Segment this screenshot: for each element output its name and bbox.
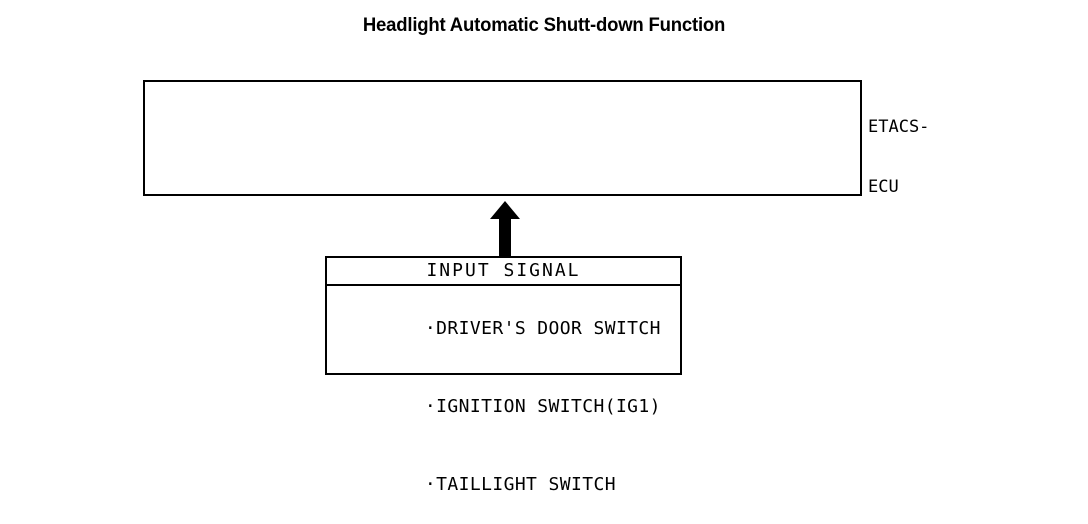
etacs-ecu-label: ETACS- ECU — [868, 77, 929, 237]
list-item-label: IGNITION SWITCH(IG1) — [436, 396, 661, 417]
bullet-icon: · — [424, 396, 437, 417]
list-item-label: TAILLIGHT SWITCH — [436, 474, 616, 495]
list-item: ·TAILLIGHT SWITCH — [335, 446, 680, 524]
etacs-ecu-label-line1: ETACS- — [868, 117, 930, 137]
etacs-ecu-label-line2: ECU — [868, 177, 899, 197]
input-signal-box: INPUT SIGNAL ·DRIVER'S DOOR SWITCH ·IGNI… — [325, 256, 682, 495]
headlight-shutdown-diagram: Headlight Automatic Shutt-down Function … — [143, 14, 929, 495]
list-item: ·IGNITION SWITCH(IG1) — [335, 368, 680, 446]
page-title: Headlight Automatic Shutt-down Function — [362, 14, 726, 36]
input-signal-header: INPUT SIGNAL — [327, 258, 680, 286]
bullet-icon: · — [424, 318, 437, 339]
etacs-ecu-box — [143, 80, 862, 196]
input-signal-list: ·DRIVER'S DOOR SWITCH ·IGNITION SWITCH(I… — [327, 286, 680, 524]
list-item-label: DRIVER'S DOOR SWITCH — [436, 318, 661, 339]
bullet-icon: · — [424, 474, 437, 495]
list-item: ·DRIVER'S DOOR SWITCH — [335, 290, 680, 368]
input-signal-header-label: INPUT SIGNAL — [426, 260, 581, 281]
up-arrow-icon — [489, 201, 521, 257]
